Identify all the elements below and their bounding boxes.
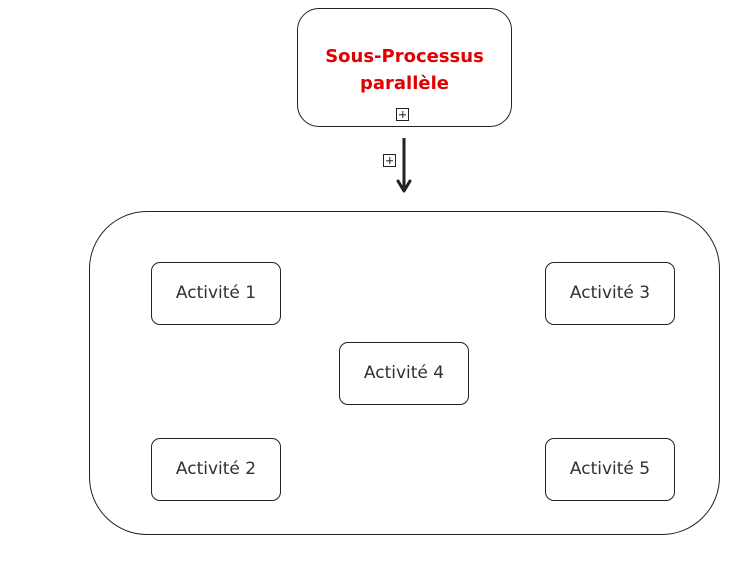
- parallel-subprocess-box: Sous-Processus parallèle: [297, 8, 512, 127]
- connector-plus-marker-icon: [383, 154, 396, 167]
- activity-3-box: Activité 3: [545, 262, 675, 325]
- collapsed-subprocess-marker-icon: [396, 108, 409, 121]
- activity-1-label: Activité 1: [175, 283, 257, 303]
- activity-3-label: Activité 3: [569, 283, 651, 303]
- subprocess-title-line-2: parallèle: [360, 73, 449, 94]
- subprocess-title-line-1: Sous-Processus: [325, 46, 484, 67]
- activity-2-label: Activité 2: [175, 459, 257, 479]
- activity-2-box: Activité 2: [151, 438, 281, 501]
- activity-5-box: Activité 5: [545, 438, 675, 501]
- activity-4-box: Activité 4: [339, 342, 469, 405]
- activity-5-label: Activité 5: [569, 459, 651, 479]
- arrow-down-icon: [396, 138, 412, 193]
- activity-4-label: Activité 4: [363, 363, 445, 383]
- subprocess-title: Sous-Processus parallèle: [298, 43, 511, 97]
- activity-1-box: Activité 1: [151, 262, 281, 325]
